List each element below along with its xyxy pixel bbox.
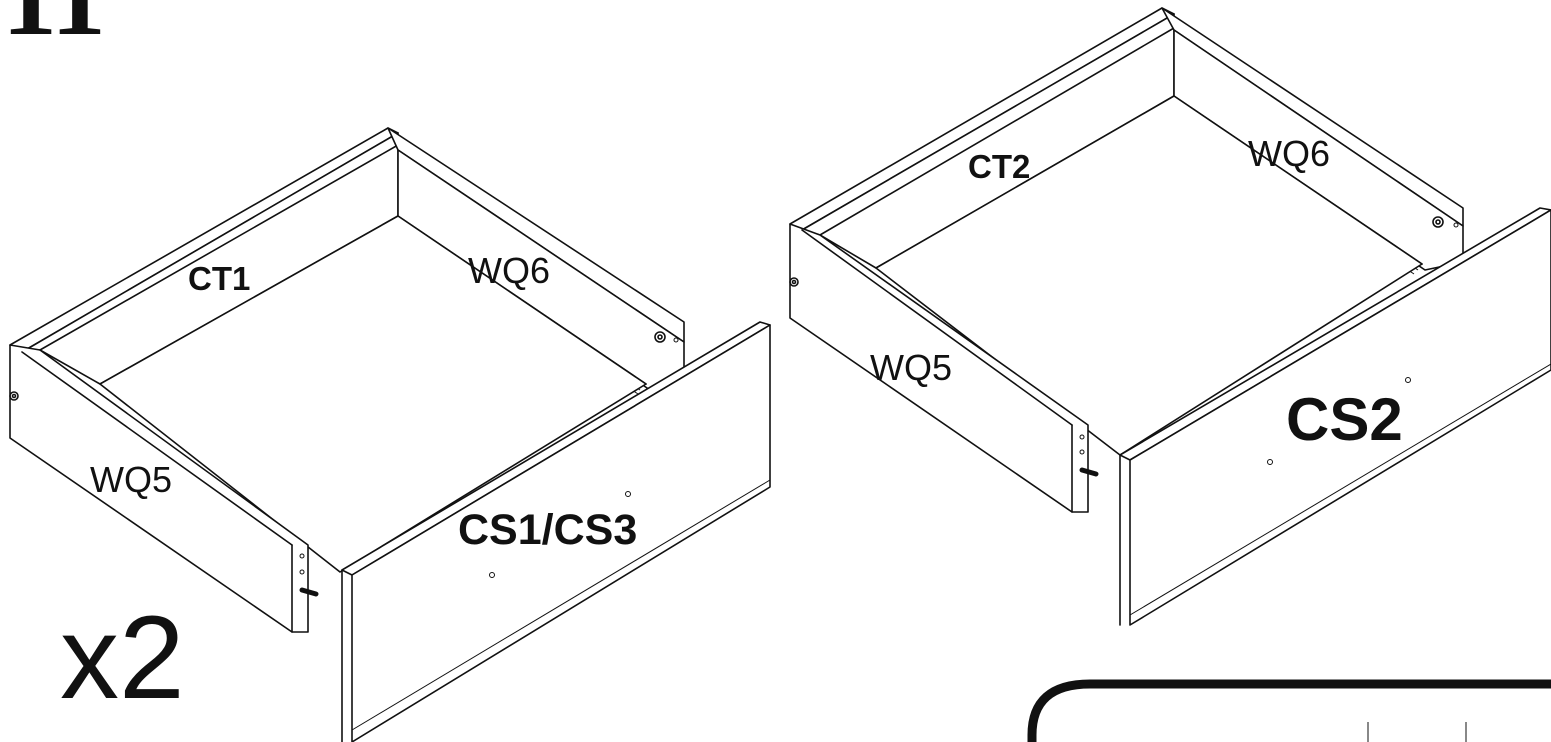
right-side-panel-label: WQ6 bbox=[1248, 133, 1330, 174]
step-number: 11 bbox=[2, 0, 106, 58]
right-front-side-panel bbox=[789, 223, 1089, 513]
cam-lock-icon bbox=[9, 391, 19, 401]
cam-lock-icon bbox=[654, 331, 666, 343]
left-front-side-label: WQ5 bbox=[90, 459, 172, 500]
right-drawer: CT2 WQ6 WQ5 CS2 bbox=[789, 7, 1551, 626]
dowel-icon bbox=[1079, 467, 1099, 477]
right-front-side-label: WQ5 bbox=[870, 347, 952, 388]
right-front-panel-label: CS2 bbox=[1286, 386, 1403, 453]
left-drawer: CT1 WQ6 WQ5 CS1/CS3 bbox=[9, 127, 771, 742]
cam-lock-icon bbox=[789, 277, 799, 287]
parts-box-frame bbox=[1027, 679, 1551, 742]
left-front-panel bbox=[351, 324, 771, 742]
left-back-panel-label: CT1 bbox=[188, 260, 250, 297]
right-front-panel bbox=[1129, 209, 1551, 626]
dowel-icon bbox=[299, 587, 319, 597]
left-front-panel-label: CS1/CS3 bbox=[458, 506, 637, 554]
quantity-multiplier: x2 bbox=[60, 592, 185, 724]
right-front-panel-top bbox=[1119, 207, 1551, 461]
left-side-panel-label: WQ6 bbox=[468, 250, 550, 291]
cam-lock-icon bbox=[1432, 216, 1444, 228]
right-back-panel-label: CT2 bbox=[968, 148, 1030, 185]
